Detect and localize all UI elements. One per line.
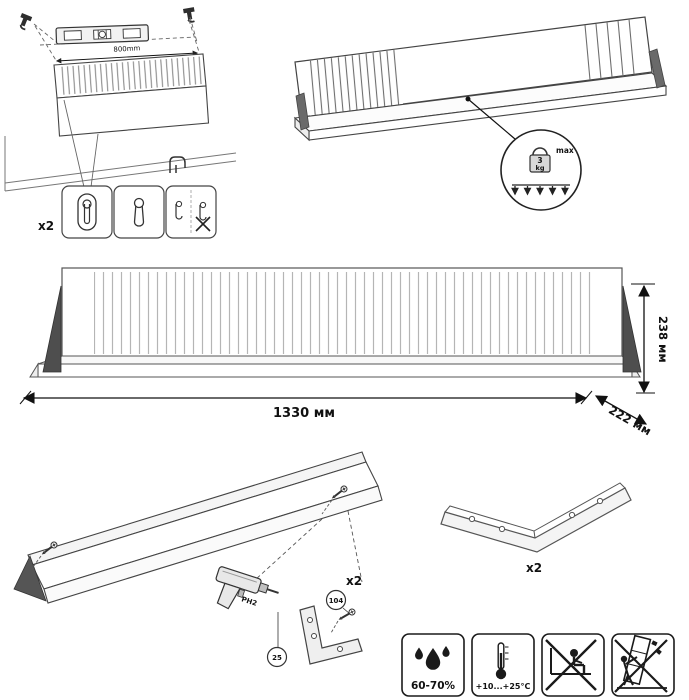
screw-icon <box>41 541 58 555</box>
drill-spacing-dimension-line <box>55 50 199 64</box>
bracket-detail-sketch <box>299 605 363 665</box>
care-icon-row: 60-70% +10...+25°C <box>401 633 675 697</box>
assembly-detail-diagram: PH2 104 25 x2 <box>13 451 383 668</box>
front-view-diagram: 1330 мм 238 мм 222 мм <box>19 267 670 439</box>
side-bracket-right <box>622 285 642 373</box>
bracket-quantity-label: x2 <box>526 561 542 575</box>
screw-code-badge: 104 <box>329 597 344 605</box>
weight-value-label: 3 <box>537 156 542 165</box>
shelf-back-panel-sketch <box>53 53 210 137</box>
wall-mounting-diagram: 800mm x2 <box>4 7 237 239</box>
hardware-box-slot <box>113 185 165 239</box>
screw-code-badge-circle <box>325 589 347 611</box>
wall-hook-icon <box>19 13 33 31</box>
keyhole-hanger-icon <box>77 193 97 231</box>
mounting-hook-icon <box>169 156 186 173</box>
corner-bracket-sketch <box>13 554 47 602</box>
end-bracket-right <box>648 48 666 89</box>
screw-icon <box>331 485 348 499</box>
load-limit-callout: 3 kg max <box>465 96 582 211</box>
hanger-usage-icon <box>175 190 211 234</box>
width-dimension-label: 1330 мм <box>273 406 335 421</box>
thermometer-icon <box>495 642 509 680</box>
weight-unit-label: kg <box>536 164 545 172</box>
hardware-leader-lines <box>63 99 99 188</box>
max-label: max <box>556 146 574 155</box>
water-drops-icon <box>415 646 450 670</box>
bit-code-badge-circle <box>266 646 288 668</box>
no-sitting-icon <box>545 639 597 691</box>
bracket-part-diagram: x2 <box>440 482 632 575</box>
side-bracket-left <box>42 285 62 373</box>
no-tipping-icon <box>614 634 668 693</box>
load-arrows <box>511 184 570 196</box>
end-bracket-left <box>295 92 310 131</box>
depth-dimension-line <box>594 395 648 425</box>
wall-corner-lines <box>4 136 237 192</box>
bit-code-badge: 25 <box>272 654 282 662</box>
temperature-label: +10...+25°C <box>476 682 531 691</box>
drill-spacing-label: 800mm <box>113 44 141 53</box>
bit-label: PH2 <box>240 595 258 608</box>
detail-quantity-label: x2 <box>346 574 362 588</box>
keyhole-slot-icon <box>133 197 145 227</box>
depth-dimension-label: 222 мм <box>606 403 654 439</box>
wall-hook-icon <box>183 7 195 23</box>
bracket-icon <box>440 482 632 553</box>
shelf-perspective-diagram <box>293 16 668 142</box>
spirit-level-icon <box>55 24 150 45</box>
humidity-label: 60-70% <box>411 680 456 692</box>
screw-icon <box>338 608 356 620</box>
right-slat-lines <box>584 18 635 81</box>
weight-icon: 3 kg <box>529 147 551 173</box>
hardware-quantity-label: x2 <box>38 219 54 233</box>
screwdriver-icon <box>215 566 279 610</box>
height-dimension-label: 238 мм <box>656 316 670 363</box>
